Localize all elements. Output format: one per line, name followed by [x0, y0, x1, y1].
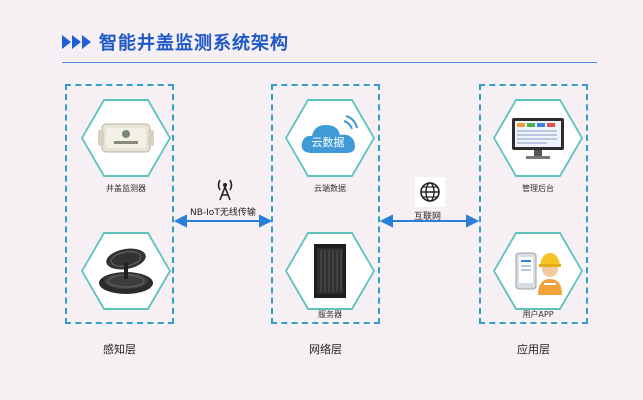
globe-icon: [415, 177, 445, 207]
chevron-right-icon: [62, 35, 91, 49]
diagram-header: 智能井盖监测系统架构: [62, 30, 289, 54]
application-layer-label: 应用层: [517, 343, 550, 356]
cloud-data-label: 云端数据: [314, 184, 346, 193]
server-label: 服务器: [318, 310, 342, 319]
network-layer-box: [271, 84, 380, 324]
diagram-title: 智能井盖监测系统架构: [99, 33, 289, 54]
user-app-node: [493, 232, 583, 310]
manhole-cover-icon: [99, 248, 153, 294]
admin-console-node: [493, 99, 583, 177]
monitor-icon: [512, 118, 564, 159]
cloud-text: 云数据: [312, 135, 345, 149]
user-app-label: 用户APP: [522, 310, 554, 319]
perception-layer-label: 感知层: [103, 343, 136, 356]
manhole-monitor-device-icon: [98, 123, 154, 153]
perception-layer-box: [65, 84, 174, 324]
internet-link-label: 互联网: [414, 212, 442, 222]
manhole-monitor-label: 井盖监测器: [106, 184, 146, 193]
admin-console-label: 管理后台: [522, 184, 554, 193]
worker-phone-icon: [515, 252, 562, 295]
nbiot-link-label: NB-IoT无线传输: [190, 208, 256, 218]
application-layer-box: [479, 84, 588, 324]
network-layer-label: 网络层: [309, 343, 342, 356]
server-rack-icon: [314, 244, 346, 298]
title-divider: [62, 62, 597, 63]
manhole-cover-node: [81, 232, 171, 310]
server-node: [285, 232, 375, 310]
cloud-data-node: 云数据: [285, 99, 375, 177]
cloud-icon: 云数据: [301, 115, 358, 153]
manhole-monitor-node: [81, 99, 171, 177]
antenna-icon: [213, 176, 237, 202]
